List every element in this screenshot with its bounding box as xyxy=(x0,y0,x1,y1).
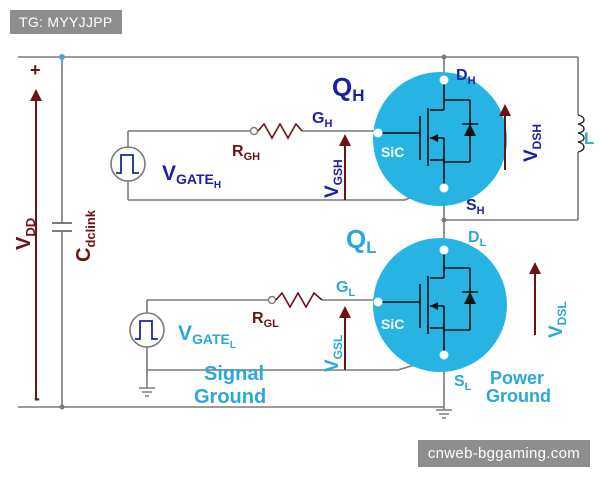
minus-label: - xyxy=(34,388,40,408)
gate-resistor-l xyxy=(267,291,323,309)
signal-ground-icon xyxy=(139,383,155,397)
mosfet-low-side xyxy=(373,238,507,372)
bottom-rail-node xyxy=(59,404,65,410)
vgsh-label: VGSH xyxy=(322,159,345,198)
inductor-coil xyxy=(577,114,585,153)
vdd-label: VDD xyxy=(13,218,38,250)
power-ground-icon xyxy=(436,409,452,419)
plus-label: + xyxy=(30,60,41,80)
power-ground-label: Power Ground xyxy=(486,368,551,406)
vgatel-label: VGATEL xyxy=(178,322,236,351)
gate-driver-h xyxy=(110,146,146,182)
sh-label: SH xyxy=(466,197,485,217)
signal-ground-label: Signal Ground xyxy=(194,363,270,408)
vgsl-label: VGSL xyxy=(322,335,345,372)
rgl-label: RGL xyxy=(252,310,279,330)
dclink-capacitor xyxy=(52,222,72,232)
pulse-icon xyxy=(135,320,158,340)
top-rail-node xyxy=(59,54,65,60)
svg-text:VDD: VDD xyxy=(13,218,38,250)
sic-label-high: SiC xyxy=(381,144,404,160)
gl-label: GL xyxy=(336,279,355,299)
watermark-top-left: TG: MYYJJPP xyxy=(10,10,122,34)
svg-text:VDSH: VDSH xyxy=(521,124,544,162)
svg-text:VDSL: VDSL xyxy=(546,301,569,338)
svg-text:VGSH: VGSH xyxy=(322,159,345,198)
svg-text:Cdclink: Cdclink xyxy=(73,209,98,262)
mosfet-high-side xyxy=(373,72,507,206)
sic-label-low: SiC xyxy=(381,316,404,332)
dl-label: DL xyxy=(468,229,487,249)
svg-text:VGSL: VGSL xyxy=(322,335,345,372)
rgh-label: RGH xyxy=(232,143,260,163)
inductor-label: L xyxy=(584,129,594,148)
gate-resistor-h xyxy=(249,122,303,140)
sl-label: SL xyxy=(454,373,472,393)
pulse-icon xyxy=(116,154,139,174)
ql-label: QL xyxy=(346,224,377,257)
vgateh-label: VGATEH xyxy=(162,162,221,191)
voltage-arrows xyxy=(30,89,541,400)
gate-driver-l xyxy=(129,312,165,348)
watermark-bottom-right: cnweb-bggaming.com xyxy=(417,440,590,467)
cdclink-label: Cdclink xyxy=(73,209,98,262)
vdsl-label: VDSL xyxy=(546,301,569,338)
gh-label: GH xyxy=(312,110,332,130)
dh-label: DH xyxy=(456,67,476,87)
vdsh-label: VDSH xyxy=(521,124,544,162)
qh-label: QH xyxy=(332,72,365,105)
drain-h-node xyxy=(441,54,447,60)
midpoint-node xyxy=(441,217,447,223)
